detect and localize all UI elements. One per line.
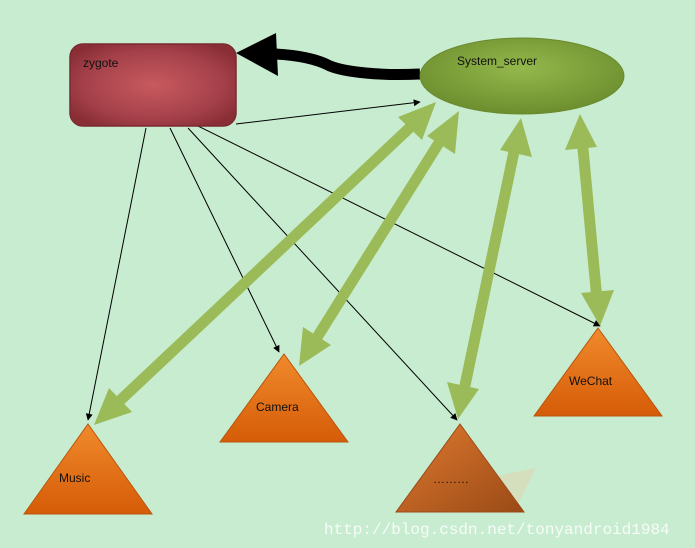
edge-system-server-music — [94, 102, 436, 425]
green-arrows — [94, 102, 614, 425]
edge-system-server-wechat — [565, 114, 614, 326]
system-server-node: System_server — [419, 37, 625, 115]
others-label: ……… — [433, 472, 469, 486]
zygote-label: zygote — [83, 56, 119, 70]
edge-system-server-camera — [299, 111, 459, 366]
thin-arrows — [85, 99, 601, 421]
others-node: ……… — [395, 423, 536, 513]
zygote-node: zygote — [69, 43, 237, 127]
music-label: Music — [59, 471, 90, 485]
edge-system-server-to-zygote — [236, 33, 421, 81]
edge-zygote-to-wechat — [197, 125, 601, 327]
system-server-label: System_server — [457, 54, 537, 68]
camera-label: Camera — [256, 400, 299, 414]
music-node: Music — [23, 423, 153, 515]
watermark-text: http://blog.csdn.net/tonyandroid1984 — [324, 521, 670, 539]
camera-node: Camera — [219, 353, 349, 443]
edge-zygote-to-music — [85, 127, 147, 421]
edge-zygote-to-others — [187, 127, 458, 421]
wechat-label: WeChat — [569, 374, 613, 388]
wechat-node: WeChat — [533, 327, 663, 417]
edge-zygote-to-camera — [169, 127, 280, 353]
edge-system-server-others — [447, 118, 532, 419]
edge-zygote-to-system-server — [235, 99, 421, 125]
